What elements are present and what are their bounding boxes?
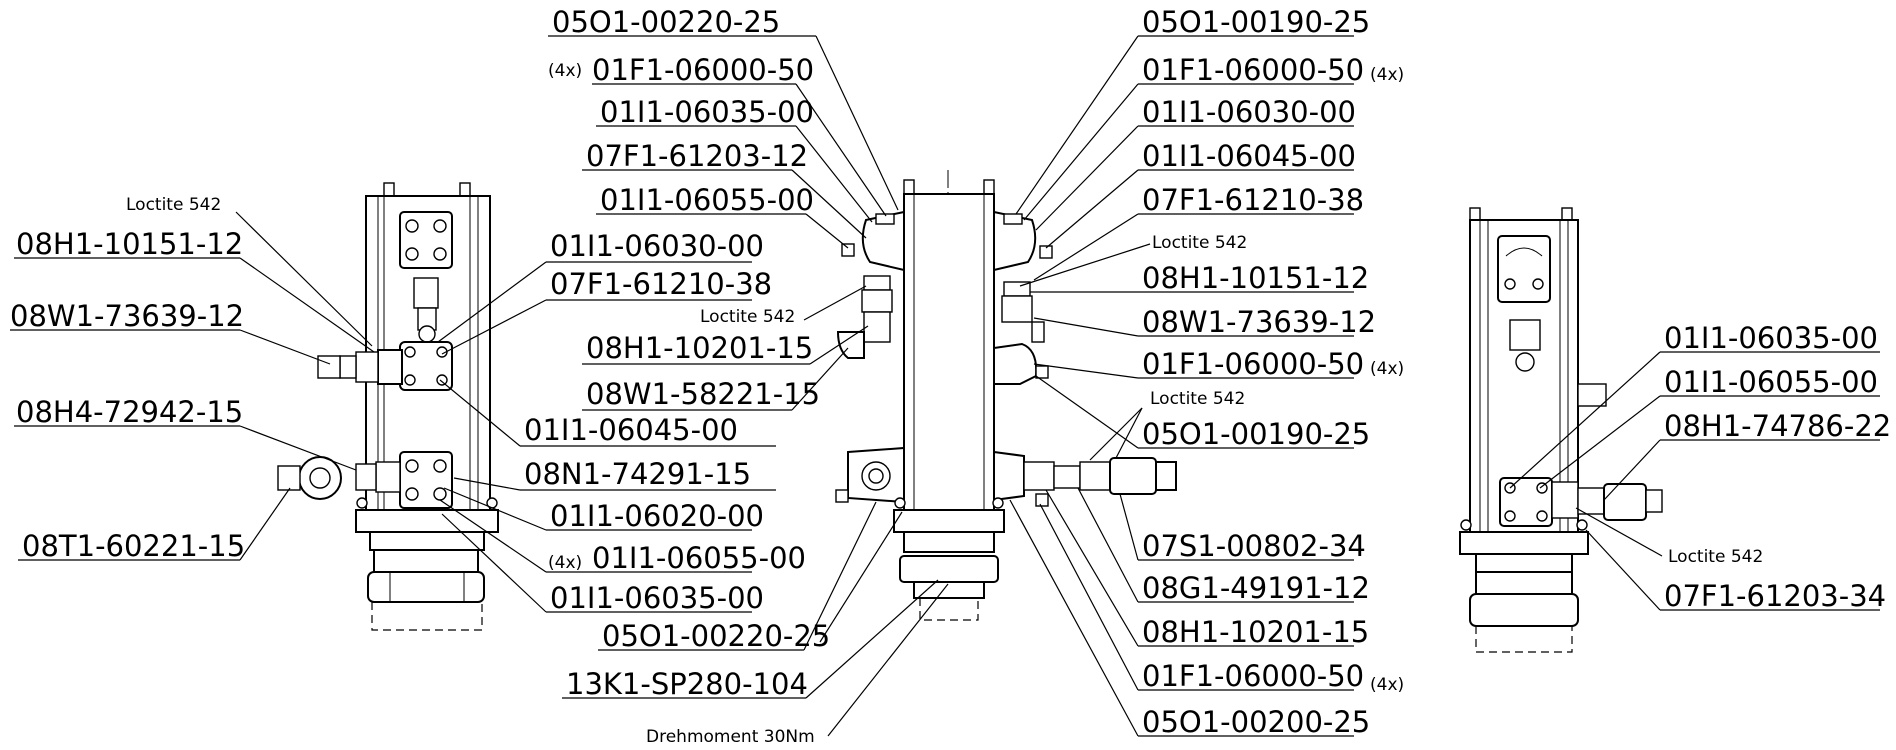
left-view-assembly [277, 182, 499, 631]
label-01i1-06035-00-left: 01I1-06035-00 [550, 581, 764, 615]
note-loctite-center-right: Loctite 542 [1152, 233, 1247, 253]
note-loctite-left: Loctite 542 [126, 195, 221, 215]
label-08w1-73639-12-left: 08W1-73639-12 [10, 299, 244, 333]
label-01i1-06055-00-right: 01I1-06055-00 [1664, 365, 1878, 399]
label-01i1-06030-00-right: 01I1-06030-00 [1142, 95, 1356, 129]
note-torque: Drehmoment 30Nm [646, 727, 815, 747]
label-08g1-49191-12: 08G1-49191-12 [1142, 571, 1370, 605]
label-08w1-73639-12-right: 08W1-73639-12 [1142, 305, 1376, 339]
label-08n1-74291-15: 08N1-74291-15 [524, 457, 751, 491]
right-view-assembly [1459, 207, 1663, 653]
label-01i1-06035-00-right: 01I1-06035-00 [1664, 321, 1878, 355]
label-01i1-06030-00-left: 01I1-06030-00 [550, 229, 764, 263]
label-01i1-06035-00-top: 01I1-06035-00 [600, 95, 814, 129]
label-07f1-61203-12: 07F1-61203-12 [586, 139, 808, 173]
label-08w1-58221-15: 08W1-58221-15 [586, 377, 820, 411]
label-05o1-00190-25-top: 05O1-00190-25 [1142, 5, 1370, 39]
note-loctite-center-lower: Loctite 542 [1150, 389, 1245, 409]
label-01f1-06000-50-mid-right: 01F1-06000-50 [1142, 347, 1364, 381]
label-01i1-06020-00: 01I1-06020-00 [550, 499, 764, 533]
label-05o1-00220-25-bottom: 05O1-00220-25 [602, 619, 830, 653]
part-number-labels: 05O1-00220-25 (4x) 01F1-06000-50 01I1-06… [10, 5, 1891, 747]
label-07f1-61210-38-left: 07F1-61210-38 [550, 267, 772, 301]
label-08h1-10201-15-right: 08H1-10201-15 [1142, 615, 1369, 649]
qty-note-4x: (4x) [1370, 359, 1404, 379]
note-loctite-right: Loctite 542 [1668, 547, 1763, 567]
label-01i1-06045-00-left: 01I1-06045-00 [524, 413, 738, 447]
label-01f1-06000-50-bottom-right: 01F1-06000-50 [1142, 659, 1364, 693]
label-05o1-00200-25: 05O1-00200-25 [1142, 705, 1370, 739]
qty-note-4x: (4x) [1370, 675, 1404, 695]
label-08h1-10151-12-right: 08H1-10151-12 [1142, 261, 1369, 295]
label-01f1-06000-50-top-right: 01F1-06000-50 [1142, 53, 1364, 87]
label-07f1-61203-34: 07F1-61203-34 [1664, 579, 1886, 613]
label-13k1-sp280-104: 13K1-SP280-104 [566, 667, 808, 701]
label-07f1-61210-38-right: 07F1-61210-38 [1142, 183, 1364, 217]
qty-note-4x: (4x) [548, 61, 582, 81]
label-05o1-00190-25-lower: 05O1-00190-25 [1142, 417, 1370, 451]
label-01i1-06055-00-top: 01I1-06055-00 [600, 183, 814, 217]
label-07s1-00802-34: 07S1-00802-34 [1142, 529, 1366, 563]
label-01i1-06055-00-left: 01I1-06055-00 [592, 541, 806, 575]
label-01i1-06045-00-right: 01I1-06045-00 [1142, 139, 1356, 173]
label-05o1-00220-25-top: 05O1-00220-25 [552, 5, 780, 39]
qty-note-4x: (4x) [548, 553, 582, 573]
label-08h1-10151-12-left: 08H1-10151-12 [16, 227, 243, 261]
center-view-assembly [835, 170, 1177, 621]
label-08h1-10201-15-left: 08H1-10201-15 [586, 331, 813, 365]
label-08h4-72942-15: 08H4-72942-15 [16, 395, 243, 429]
label-08t1-60221-15: 08T1-60221-15 [22, 529, 245, 563]
label-08h1-74786-22: 08H1-74786-22 [1664, 409, 1891, 443]
label-01f1-06000-50-top-left: 01F1-06000-50 [592, 53, 814, 87]
note-loctite-center-left: Loctite 542 [700, 307, 795, 327]
qty-note-4x: (4x) [1370, 65, 1404, 85]
leader-lines [10, 35, 1880, 737]
